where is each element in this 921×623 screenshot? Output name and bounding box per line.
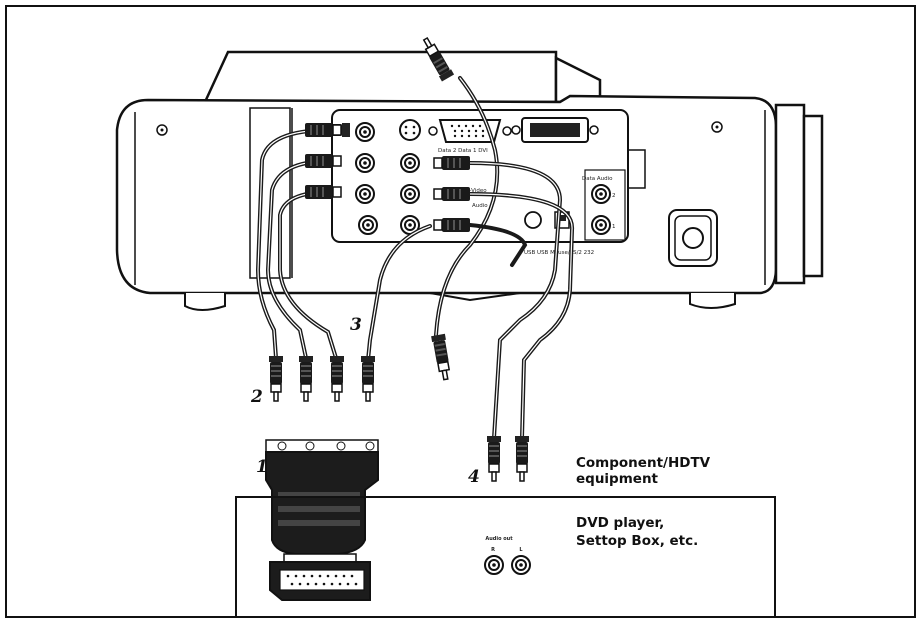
callout-1: 1: [256, 457, 268, 477]
callout-3: 3: [350, 315, 362, 335]
panel-text-usb: USB USB Mouse/PS/2 232: [524, 250, 594, 256]
scart-adapter: [265, 439, 379, 601]
panel-text-data-audio: Data Audio: [582, 176, 613, 182]
label-dvd-line1: DVD player,: [576, 515, 664, 531]
loose-plug: [430, 333, 454, 382]
inserted-plugs: [305, 123, 470, 232]
dvd-player-box: [235, 496, 776, 617]
label-component-line1: Component/HDTV: [576, 455, 711, 471]
label-component-line2: equipment: [576, 471, 659, 487]
dvd-audio-jacks: Audio out R L: [484, 536, 531, 575]
callout-4: 4: [468, 467, 480, 487]
outer-frame: [5, 5, 916, 618]
panel-text-audio: Audio: [472, 203, 488, 209]
panel-text-data-dvi: Data 2 Data 1 DVI: [438, 148, 488, 154]
label-dvd-line2: Settop Box, etc.: [576, 533, 698, 549]
panel-text-num-1: 1: [612, 224, 616, 230]
panel-text-num-2: 2: [612, 193, 616, 199]
audio-out-label: Audio out: [485, 536, 513, 542]
panel-text-svideo: S-Video: [466, 188, 487, 194]
callout-2: 2: [250, 387, 263, 407]
dvd-audio-plugs: [486, 435, 530, 482]
audio-r-label: R: [491, 547, 495, 553]
cables: [255, 76, 575, 440]
audio-l-label: L: [519, 547, 523, 553]
adapter-plugs: [268, 355, 376, 402]
